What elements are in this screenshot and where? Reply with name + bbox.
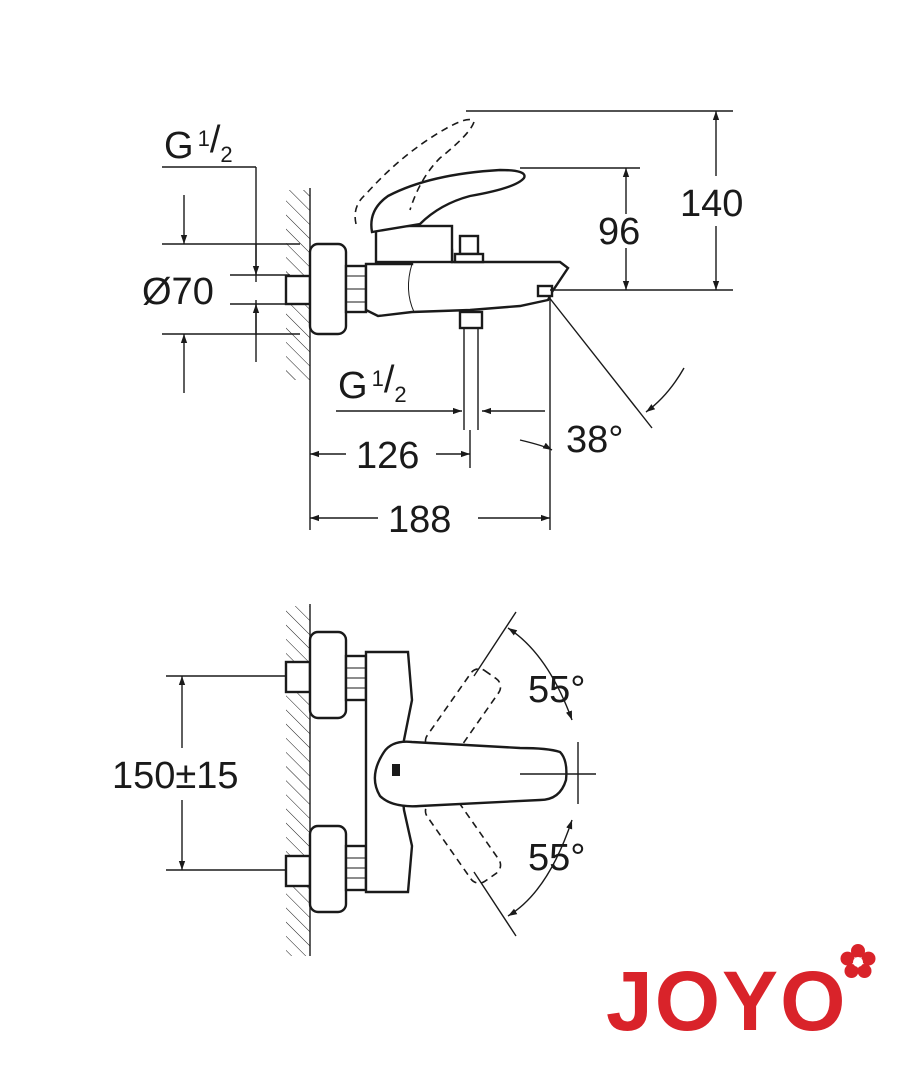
diameter-label: Ø70 (142, 271, 214, 313)
joyo-logo: JOYO (606, 944, 876, 1048)
angle-55-up-label: 55° (528, 669, 585, 711)
top-view: 150±15 55° 55° (112, 604, 596, 956)
dim-140-label: 140 (680, 183, 743, 225)
angle-38-label: 38° (566, 419, 623, 461)
wall-hatch (286, 188, 311, 530)
dim-126-label: 126 (356, 435, 419, 477)
dim-188-label: 188 (388, 499, 451, 541)
flower-icon (840, 944, 876, 978)
angle-55-down-label: 55° (528, 837, 585, 879)
spacing-label: 150±15 (112, 755, 239, 797)
dim-96-label: 96 (598, 211, 640, 253)
logo-text: JOYO (606, 954, 847, 1048)
